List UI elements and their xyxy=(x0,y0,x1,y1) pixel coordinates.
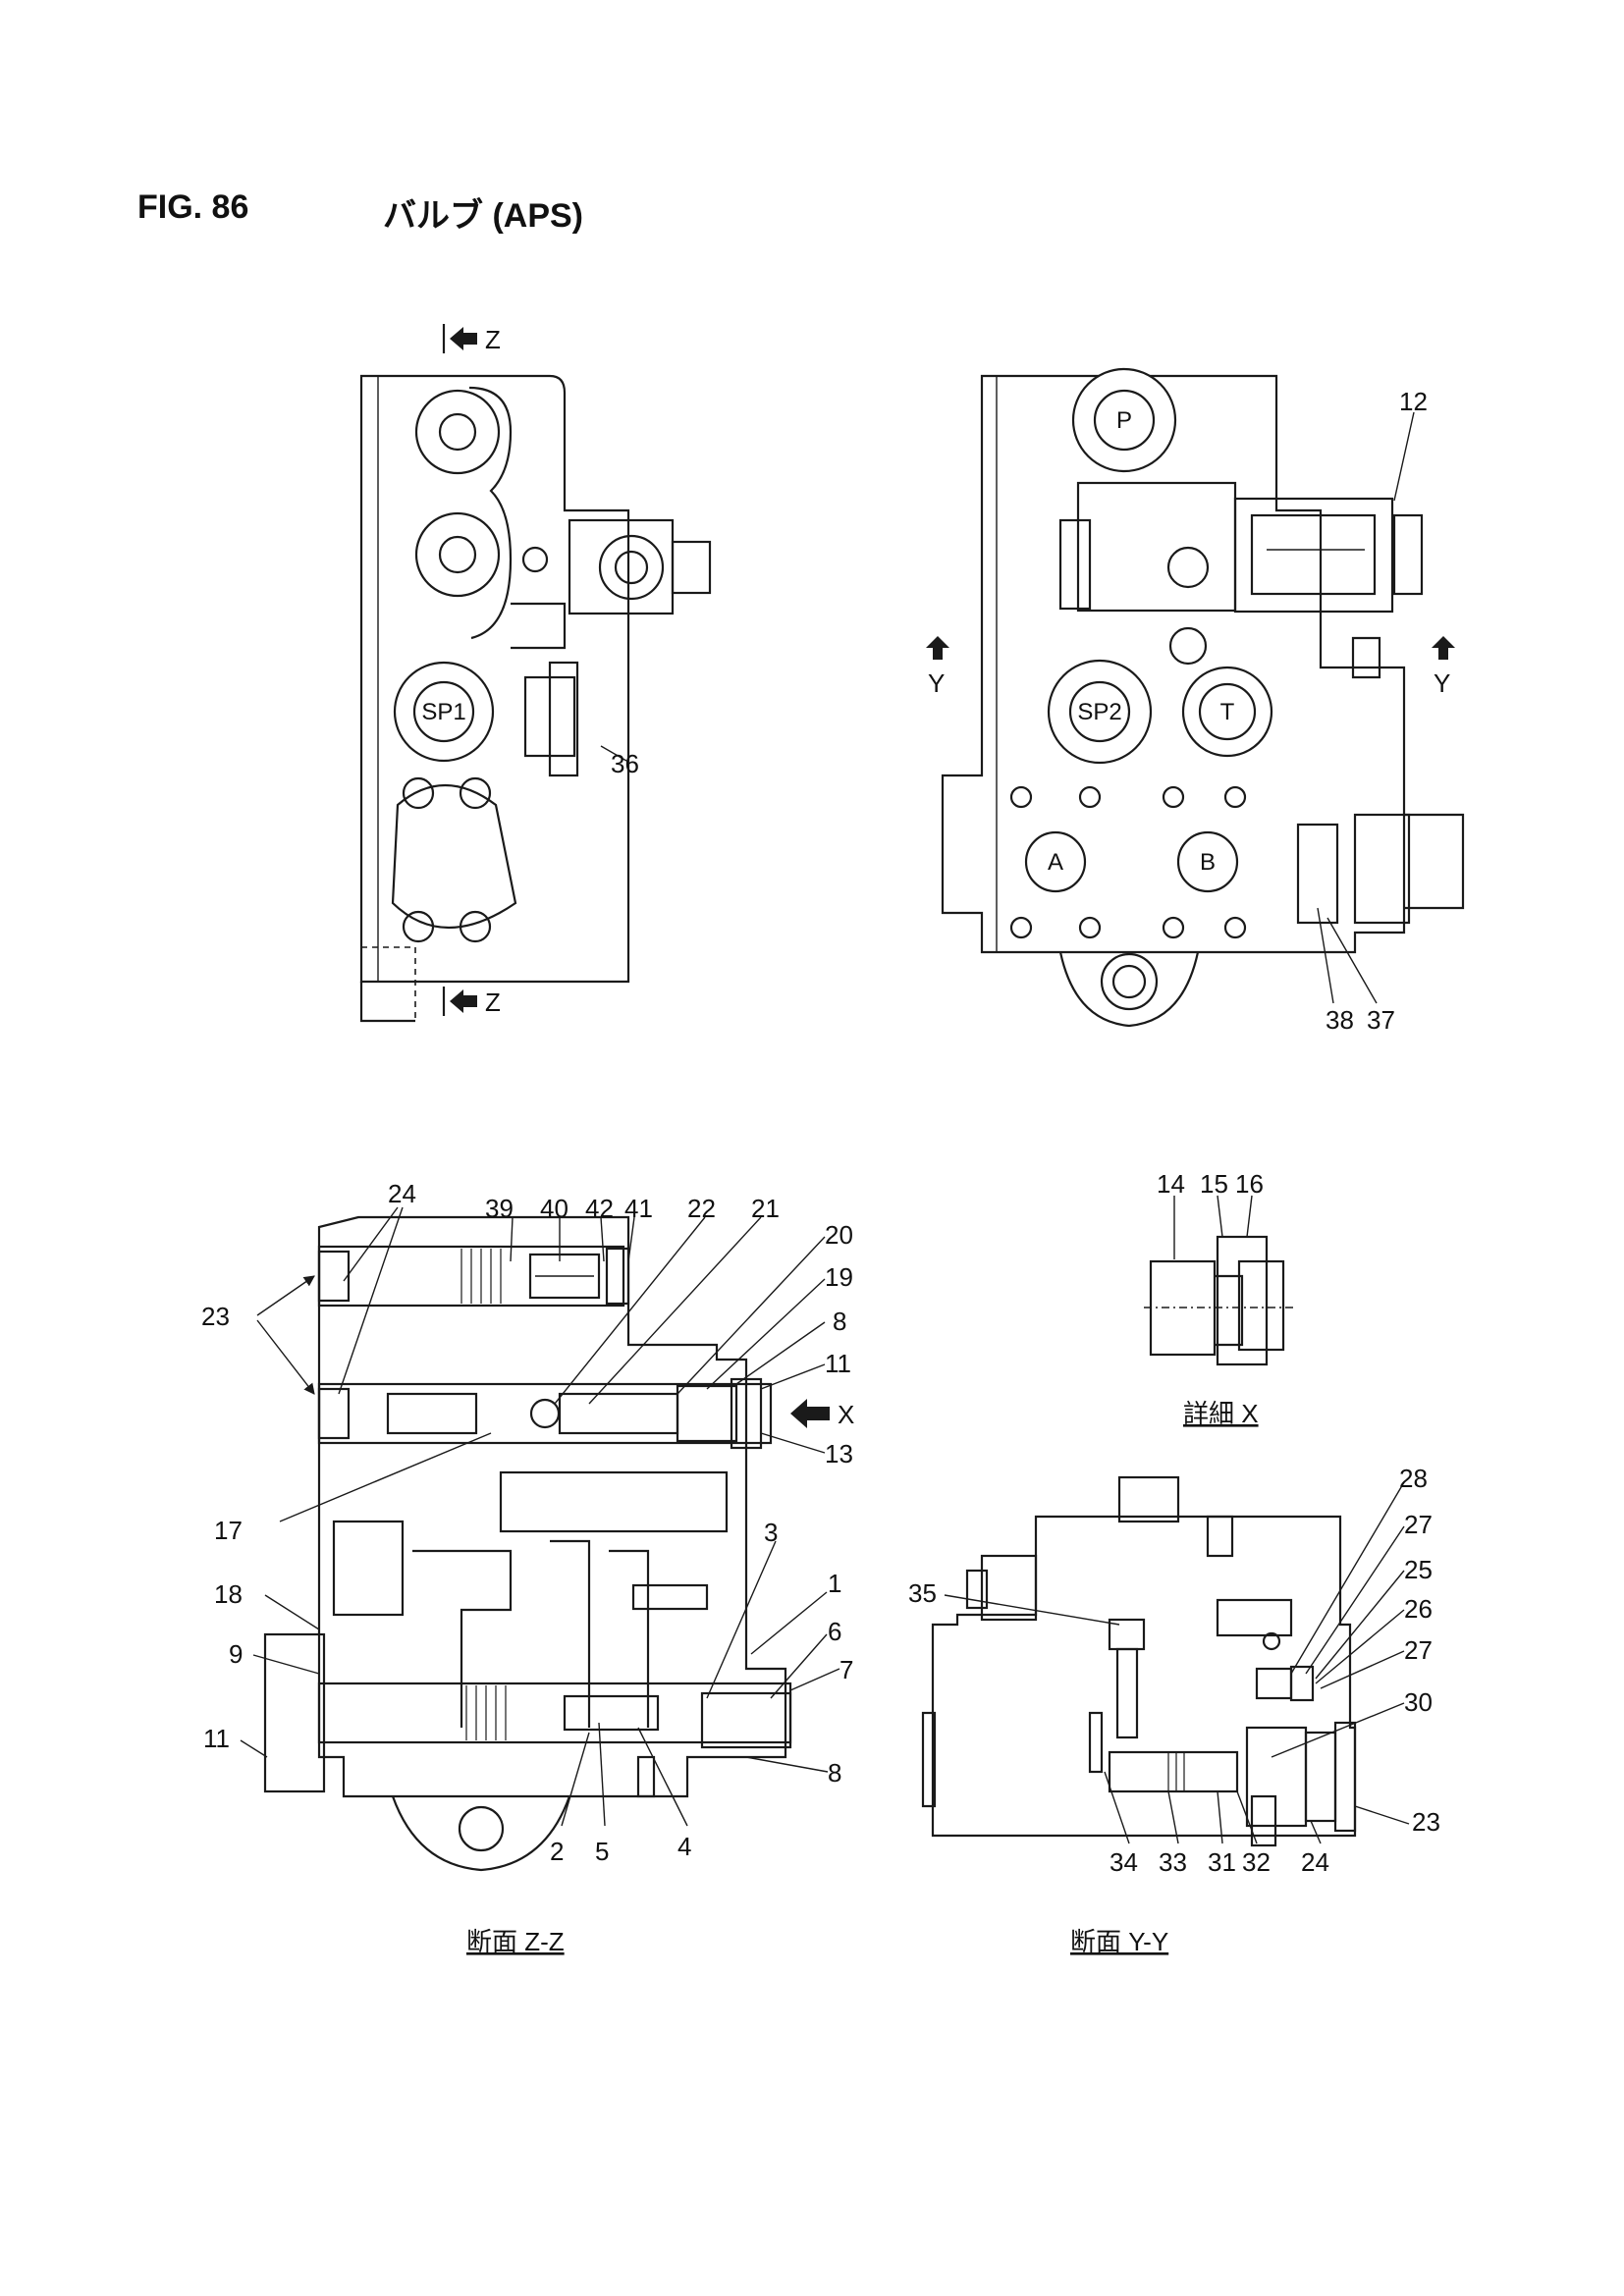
callout-29: 28 xyxy=(1399,1464,1428,1493)
figure-number: FIG. 86 xyxy=(137,188,249,226)
caption-section-yy: 断面 Y-Y xyxy=(1070,1927,1168,1956)
section-zz-view: X 24 23 39 40 42 41 22 21 20 19 8 xyxy=(201,1179,854,1872)
callout-17: 13 xyxy=(825,1439,853,1468)
callout-19: 20 xyxy=(825,1220,853,1250)
callout-41: 41 xyxy=(624,1194,653,1223)
callout-4: 4 xyxy=(677,1832,691,1861)
callout-18: 19 xyxy=(825,1262,853,1292)
callout-36: 36 xyxy=(611,749,639,778)
callout-33: 33 xyxy=(1159,1847,1187,1877)
callout-3: 3 xyxy=(764,1518,778,1547)
section-yy-view: 35 28 27 25 26 27 30 23 34 33 31 32 24 xyxy=(908,1464,1440,1877)
callout-11: 11 xyxy=(203,1724,230,1753)
left-side-view: SP1 Z Z 36 xyxy=(359,324,712,1023)
callout-1: 1 xyxy=(828,1569,841,1598)
callout-24: 24 xyxy=(388,1179,416,1208)
callout-38: 38 xyxy=(1326,1005,1354,1035)
callout-30: 30 xyxy=(1404,1687,1433,1717)
callout-8-lower: 8 xyxy=(828,1758,841,1788)
callout-42: 42 xyxy=(585,1194,614,1223)
callout-20: 21 xyxy=(751,1194,780,1223)
callout-23: 23 xyxy=(201,1302,230,1331)
callout-21: 17 xyxy=(214,1516,243,1545)
callout-37: 37 xyxy=(1367,1005,1395,1035)
callout-32: 32 xyxy=(1242,1847,1271,1877)
callout-7: 7 xyxy=(839,1655,853,1684)
callout-40: 40 xyxy=(540,1194,568,1223)
callout-10: 18 xyxy=(214,1579,243,1609)
callout-39: 39 xyxy=(485,1194,514,1223)
callout-35: 35 xyxy=(908,1578,937,1608)
detail-x-view: 14 15 16 xyxy=(1144,1169,1296,1366)
callout-12: 12 xyxy=(1399,387,1428,416)
port-label-sp2: SP2 xyxy=(1077,699,1121,725)
section-marker-z-top: Z xyxy=(485,325,501,354)
caption-section-zz: 断面 Z-Z xyxy=(466,1927,565,1956)
port-label-a: A xyxy=(1048,849,1063,876)
figure-title: バルブ (APS) xyxy=(383,197,583,235)
port-label-b: B xyxy=(1200,849,1216,876)
callout-23-yy: 23 xyxy=(1412,1807,1440,1837)
caption-detail-x: 詳細 X xyxy=(1183,1399,1259,1428)
section-marker-y-left: Y xyxy=(928,668,945,698)
section-marker-x: X xyxy=(838,1400,854,1429)
section-marker-y-right: Y xyxy=(1434,668,1450,698)
callout-6: 6 xyxy=(828,1617,841,1646)
callout-27: 26 xyxy=(1404,1594,1433,1624)
callout-14: 14 xyxy=(1157,1169,1185,1199)
callout-16: 16 xyxy=(1235,1169,1264,1199)
callout-9: 9 xyxy=(229,1639,243,1669)
section-marker-z-bottom: Z xyxy=(485,988,501,1017)
callout-26: 27 xyxy=(1404,1635,1433,1665)
right-front-view: P SP2 T A B Y xyxy=(926,367,1465,1035)
callout-25: 25 xyxy=(1404,1555,1433,1584)
port-label-t: T xyxy=(1220,699,1235,725)
port-label-sp1: SP1 xyxy=(421,699,465,725)
callout-28: 27 xyxy=(1404,1510,1433,1539)
callout-24-yy: 24 xyxy=(1301,1847,1329,1877)
callout-2: 2 xyxy=(550,1837,564,1866)
callout-15: 15 xyxy=(1200,1169,1228,1199)
callout-31: 31 xyxy=(1208,1847,1236,1877)
callout-13: 11 xyxy=(825,1349,851,1378)
callout-22: 22 xyxy=(687,1194,716,1223)
port-label-p: P xyxy=(1116,407,1132,434)
callout-34: 34 xyxy=(1110,1847,1138,1877)
callout-5: 5 xyxy=(595,1837,609,1866)
callout-8-upper: 8 xyxy=(833,1307,846,1336)
